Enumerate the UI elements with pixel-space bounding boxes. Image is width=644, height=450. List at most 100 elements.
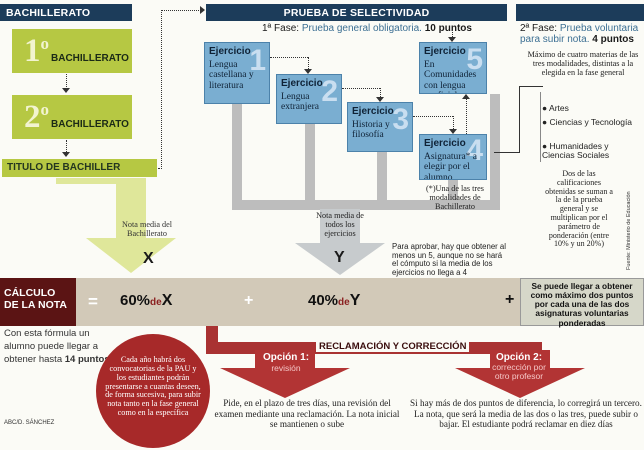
connector-gray-3 [377,152,387,210]
red-arrow-1 [220,350,350,398]
titulo-bachiller: TITULO DE BACHILLER [2,159,157,177]
reclamacion-title: RECLAMACIÓN Y CORRECCIÓN [316,341,470,352]
maximo-materias: Máximo de cuatro materias de las tres mo… [527,50,639,78]
ejercicio-2-desc: Lengua extranjera [281,92,319,113]
primer-label: BACHILLERATO [51,52,129,64]
bullet-ciencias: ● [542,117,550,127]
ejercicio-1-desc: Lengua castellana y literatura [209,60,254,91]
dot-1-2-h [270,57,308,58]
footnote-modalidades: (*)Una de las tres modalidades de Bachil… [426,184,484,212]
ejercicio-5-label: Ejercicio [424,46,466,57]
dotted-link-titulo [158,168,162,169]
calc-band [0,278,520,326]
fase2-line: 2ª Fase: Prueba voluntaria para subir no… [520,23,639,45]
dotted-link-top [161,10,203,11]
modalidad-ciencias: ● Ciencias y Tecnología [542,117,633,127]
fuente-ministerio: Fuente: Ministerio de Educación [626,191,632,270]
primer-bachillerato-box: 1o BACHILLERATO [12,29,132,73]
primer-num: 1o [24,32,49,69]
dot-2-3-h [342,88,380,89]
calc-part-x: 60%deX [120,292,173,309]
segundo-num: 2o [24,98,49,135]
ejercicio-3-box: 3 Ejercicio Historia y filosofía [347,102,413,152]
segundo-label: BACHILLERATO [51,118,129,130]
ejercicio-3-label: Ejercicio [352,106,394,117]
opcion-2-text: Si hay más de dos puntos de diferencia, … [410,398,642,430]
plus-box: Se puede llegar a obtener como máximo do… [520,278,644,328]
dot-top-5-head [448,37,456,42]
aprobar-note: Para aprobar, hay que obtener al menos u… [392,242,507,278]
gray-down-arrow [295,209,385,275]
fase1-line: 1ª Fase: Prueba general obligatoria. 10 … [262,23,472,34]
bullet-artes: ● [542,103,550,113]
nota-media-bachillerato: Nota media del Bachillerato [121,220,173,239]
red-arrow-2 [455,350,585,398]
convocatorias-circle [96,334,210,448]
plus-box-text: Se puede llegar a obtener como máximo do… [530,281,634,328]
calc-part-y: 40%deY [308,292,361,309]
bracket-vert [519,86,520,152]
connector-gray-4 [448,178,458,210]
dot-4-5-v [466,98,467,134]
ejercicio-1-num: 1 [249,44,266,77]
connector-gray-2 [305,124,315,210]
ejercicio-5-desc: En Comunidades con lengua cooficial [424,60,477,93]
arrow-head-top [200,6,205,14]
red-stub [206,326,218,344]
dot-1-2-head [304,69,312,74]
arrow-head-2 [62,152,70,157]
ejercicio-1-box: 1 Ejercicio Lengua castellana y literatu… [204,42,270,104]
segundo-bachillerato-box: 2o BACHILLERATO [12,95,132,139]
bachillerato-header: BACHILLERATO [0,4,132,21]
credit: ABC/D. SÁNCHEZ [4,420,55,426]
ejercicio-4-num: 4 [466,134,483,167]
convocatorias-text: Cada año habrá dos convocatorias de la P… [105,355,201,418]
ejercicio-2-num: 2 [321,75,338,108]
modalidad-humanidades: ● Humanidades y Ciencias Sociales [542,141,610,161]
dot-1-2-v [308,57,309,71]
calc-plus: + [244,292,254,309]
green-funnel-arrow [56,178,176,273]
right-header-bar [516,4,644,21]
arrow-head-1 [62,88,70,93]
formula-note: Con esta fórmula un alumno puede llegar … [4,328,110,365]
calc-eq: = [88,292,98,311]
ejercicio-4-box: 4 Ejercicio Asignatura* a elegir por el … [419,134,487,180]
dot-4-5-head [462,94,470,99]
ejercicio-4-label: Ejercicio [424,138,466,149]
ejercicio-4-desc: Asignatura* a elegir por el alumno [424,152,478,180]
opcion-1: Opción 1: revisión [262,352,310,373]
dotted-link-vertical [161,10,162,169]
y-letter: Y [334,249,345,266]
dot-2-3-v [380,88,381,99]
x-letter: X [143,250,154,267]
ejercicio-3-num: 3 [392,103,409,136]
dot-2-3-head [376,97,384,102]
connector-gray-1 [232,104,242,210]
dotted-arrow-1 [66,74,67,91]
dot-3-4-h [413,116,453,117]
ejercicio-3-desc: Historia y filosofía [352,120,390,141]
selectividad-header: PRUEBA DE SELECTIVIDAD [206,4,507,21]
opcion-2: Opción 2: corrección por otro profesor [492,352,546,381]
ejercicio-5-box: 5 Ejercicio En Comunidades con lengua co… [419,42,487,94]
modalidades-box [540,92,638,162]
bracket-line [494,152,520,153]
ejercicio-1-label: Ejercicio [209,46,251,57]
opcion-1-text: Pide, en el plazo de tres días, una revi… [214,398,400,430]
ejercicio-2-box: 2 Ejercicio Lengua extranjera [276,74,342,124]
nota-media-ejercicios: Nota media de todos los ejercicios [316,211,364,239]
ejercicio-5-num: 5 [466,43,483,76]
modalidad-artes: ● Artes [542,103,569,113]
dot-3-4-v [453,116,454,131]
ejercicio-2-label: Ejercicio [281,78,323,89]
bracket-top [519,86,543,87]
calculo-title: CÁLCULO DE LA NOTA [4,287,67,312]
dot-3-4-head [449,129,457,134]
calculo-title-box: CÁLCULO DE LA NOTA [0,278,76,326]
dot-top-5 [452,30,453,39]
dotted-arrow-2 [66,140,67,156]
bullet-humanidades: ● [542,141,550,151]
calificaciones-note: Dos de las calificaciones obtenidas se s… [545,169,613,249]
calc-plus-2: + [505,291,515,308]
